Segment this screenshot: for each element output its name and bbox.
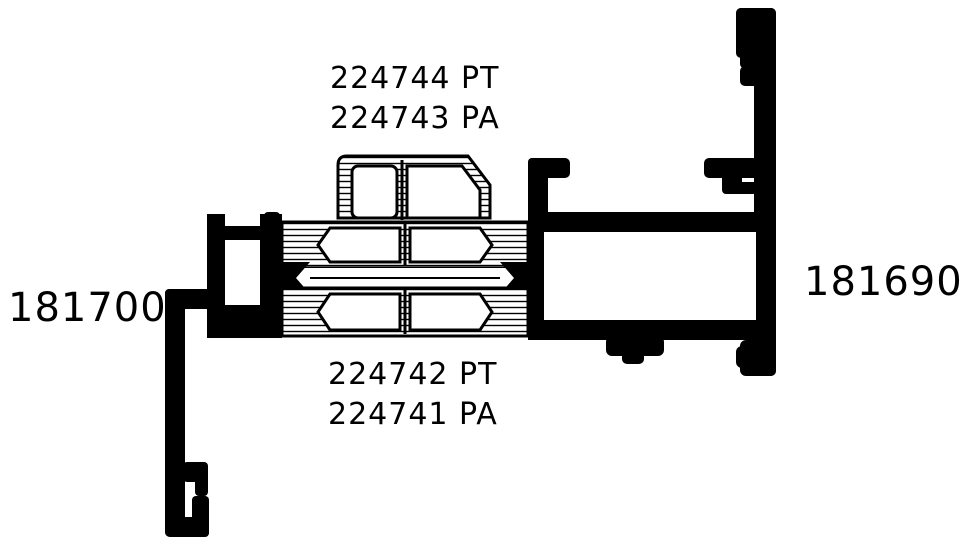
left-profile-label: 181700 <box>8 285 167 331</box>
right-profile-label: 181690 <box>804 259 963 305</box>
bottom-insert-label-pt: 224742 PT <box>328 357 498 392</box>
top-insert-label-pt: 224744 PT <box>330 61 500 96</box>
right-profile-cavity <box>544 232 756 320</box>
thermal-break <box>280 154 530 338</box>
right-profile-181690 <box>528 8 776 376</box>
top-insert-label-pa: 224743 PA <box>330 101 500 136</box>
left-profile-cavity <box>225 240 260 305</box>
bottom-insert-label-pa: 224741 PA <box>328 397 498 432</box>
left-profile-181700 <box>165 212 282 537</box>
profile-section-diagram <box>165 8 776 537</box>
